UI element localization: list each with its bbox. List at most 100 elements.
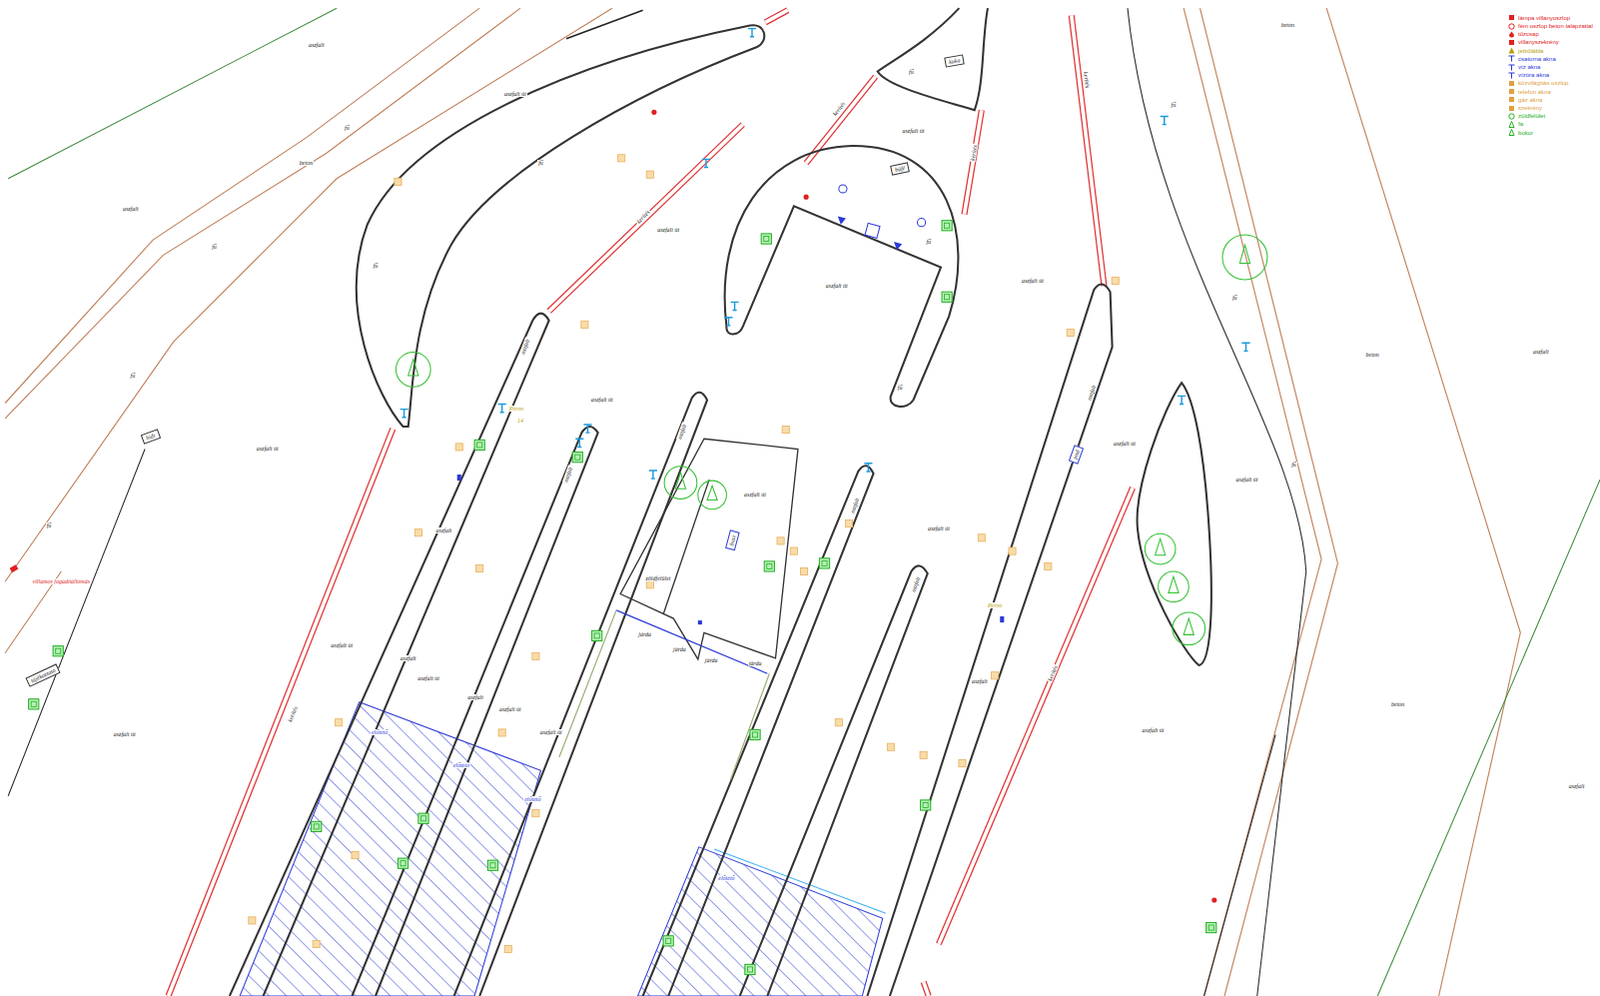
tree-mark — [408, 244, 1251, 635]
legend-text: szekrény — [1518, 104, 1543, 111]
green-marker — [592, 630, 603, 641]
traffic-island — [356, 24, 765, 427]
legend-symbol — [1508, 128, 1516, 136]
kerb-line — [7, 7, 1307, 996]
utility-marker — [532, 652, 540, 660]
lamp-symbol — [803, 194, 809, 200]
legend-text: tűzcsap — [1518, 30, 1540, 37]
map-label: előtető — [452, 762, 471, 769]
map-box: busz — [725, 530, 740, 552]
utility-marker — [351, 850, 359, 858]
map-label: járda — [672, 646, 688, 653]
sign-symbol — [649, 470, 658, 479]
platform-edge — [616, 610, 768, 674]
legend-symbol — [1508, 120, 1516, 128]
sign-symbol — [1160, 115, 1169, 124]
map-label: fű — [537, 159, 545, 166]
legend-entry: telefon akna — [1508, 87, 1552, 95]
utility-marker — [1044, 562, 1052, 570]
legend-text: telefon akna — [1518, 88, 1552, 95]
map-label: aszfalt út — [590, 396, 615, 403]
kerb-line — [1127, 7, 1307, 996]
platform-edge — [731, 673, 771, 780]
map-box: kuka — [943, 54, 965, 68]
kerb-line — [566, 9, 644, 39]
utility-marker — [581, 320, 589, 328]
fence — [805, 76, 875, 164]
box-text: busz — [728, 534, 738, 547]
utility-marker — [991, 672, 999, 680]
green-marker — [818, 558, 829, 569]
green-marker — [761, 233, 772, 244]
legend-symbol — [1508, 13, 1516, 21]
valve-symbol — [457, 474, 462, 481]
utility-marker — [886, 743, 894, 751]
sign-symbol — [1177, 395, 1186, 404]
map-label: kerítés — [286, 705, 299, 725]
map-label: kerítés — [830, 99, 847, 118]
legend-entry: jelzőtábla — [1508, 46, 1544, 54]
utility-marker — [844, 519, 852, 527]
map-label: fű — [1290, 461, 1298, 468]
cabinet-symbol — [864, 222, 880, 238]
legend-entry: tűzcsap — [1508, 30, 1540, 38]
map-label: aszfalt út — [1235, 476, 1260, 483]
green-marker — [1206, 921, 1217, 932]
map-label: aszfalt út — [1141, 727, 1166, 734]
road-edge — [4, 7, 521, 419]
legend-entry: fa — [1508, 120, 1524, 128]
manhole-symbol — [838, 184, 847, 193]
utility-marker — [800, 567, 808, 575]
lamp-symbol — [1211, 896, 1217, 902]
utility-marker — [1008, 547, 1016, 555]
legend-symbol — [1508, 30, 1516, 38]
map-label: fű — [1231, 294, 1239, 301]
legend-symbol — [1508, 112, 1516, 120]
map-label: Peron — [508, 405, 525, 412]
map-label: aszfalt út — [503, 90, 528, 97]
utility-marker — [455, 443, 463, 451]
map-label: beton — [298, 159, 314, 166]
fence — [963, 109, 981, 214]
map-label: fű — [128, 372, 136, 379]
box-text: büfé — [893, 164, 905, 173]
sign-symbol — [400, 409, 409, 418]
traffic-island — [877, 7, 988, 110]
utility-marker — [919, 751, 927, 759]
manhole-symbol — [916, 218, 925, 227]
boundary-line — [7, 7, 337, 179]
box-text: tájékoztató — [29, 667, 56, 685]
utility-marker — [777, 537, 785, 545]
map-label: járda — [637, 631, 653, 638]
fence — [168, 428, 394, 996]
map-label: 14 — [516, 417, 525, 424]
green-marker — [418, 812, 429, 823]
map-label: fű — [924, 238, 932, 245]
map-label: aszfalt — [1568, 783, 1587, 790]
map-label: aszfalt út — [416, 675, 441, 682]
utility-marker — [312, 939, 320, 947]
map-label: aszfalt út — [498, 706, 523, 713]
map-label: aszfalt — [307, 41, 326, 48]
map-label: aszfalt — [970, 678, 989, 685]
utility-marker — [248, 916, 256, 924]
map-label: aszfalt — [676, 422, 689, 442]
map-box: pad — [1068, 444, 1084, 464]
legend-symbol — [1508, 46, 1516, 54]
canopy-edge — [714, 848, 886, 913]
platform-island — [866, 283, 1112, 996]
green-marker — [663, 935, 674, 946]
map-label: aszfalt út — [743, 491, 768, 498]
legend-symbol — [1508, 95, 1516, 103]
tree-symbol — [1222, 234, 1268, 280]
legend-text: fém oszlop beton talapzattal — [1518, 22, 1594, 29]
map-label: fű — [343, 124, 351, 131]
map-label: beton — [1280, 21, 1296, 28]
utility-marker — [335, 719, 343, 727]
platform-island — [643, 465, 874, 996]
utility-marker — [977, 534, 985, 542]
legend-text: zöldfelület — [1518, 112, 1546, 119]
sign-symbol — [498, 404, 507, 413]
sign-symbol — [400, 28, 1251, 479]
